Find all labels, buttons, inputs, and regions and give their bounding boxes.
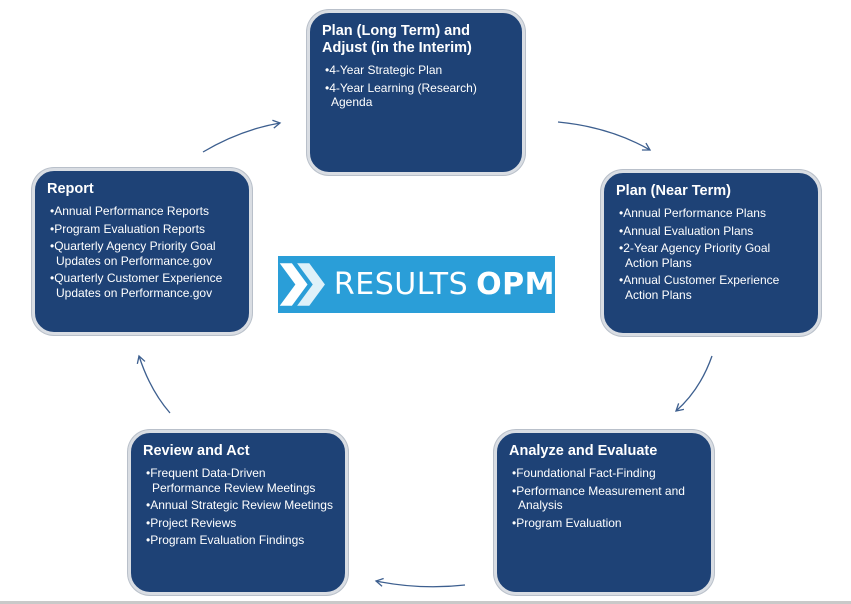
arrow-plan-near-to-analyze bbox=[675, 355, 713, 412]
box-review-act: Review and Act Frequent Data-Driven Perf… bbox=[128, 430, 348, 595]
list-item: Annual Strategic Review Meetings bbox=[143, 498, 333, 513]
list-item: Quarterly Agency Priority Goal Updates o… bbox=[47, 239, 237, 268]
box-title: Plan (Long Term) and Adjust (in the Inte… bbox=[322, 23, 472, 56]
arrow-review-to-report bbox=[136, 354, 171, 414]
arrow-report-to-plan-long bbox=[202, 119, 282, 153]
box-list: Frequent Data-Driven Performance Review … bbox=[143, 466, 333, 548]
box-analyze-evaluate: Analyze and Evaluate Foundational Fact-F… bbox=[494, 430, 714, 595]
box-list: Annual Performance Plans Annual Evaluati… bbox=[616, 206, 806, 302]
list-item: Program Evaluation Reports bbox=[47, 222, 237, 237]
list-item: Annual Customer Experience Action Plans bbox=[616, 273, 806, 302]
chevrons-icon bbox=[279, 263, 325, 306]
list-item: Project Reviews bbox=[143, 516, 333, 531]
box-report: Report Annual Performance Reports Progra… bbox=[32, 168, 252, 335]
box-list: Foundational Fact-Finding Performance Me… bbox=[509, 466, 699, 530]
bottom-divider bbox=[0, 601, 851, 604]
logo-word-opm: OPM bbox=[476, 267, 555, 302]
box-title: Review and Act bbox=[143, 443, 250, 459]
logo-word-results: RESULTS bbox=[333, 267, 469, 302]
list-item: Frequent Data-Driven Performance Review … bbox=[143, 466, 333, 495]
box-plan-near-term: Plan (Near Term) Annual Performance Plan… bbox=[601, 170, 821, 336]
list-item: Program Evaluation bbox=[509, 516, 699, 531]
box-title: Report bbox=[47, 181, 94, 197]
list-item: Program Evaluation Findings bbox=[143, 533, 333, 548]
list-item: Foundational Fact-Finding bbox=[509, 466, 699, 481]
list-item: 4-Year Strategic Plan bbox=[322, 63, 510, 78]
list-item: 4-Year Learning (Research) Agenda bbox=[322, 81, 510, 110]
box-plan-long-term: Plan (Long Term) and Adjust (in the Inte… bbox=[307, 10, 525, 175]
list-item: Annual Performance Reports bbox=[47, 204, 237, 219]
box-list: Annual Performance Reports Program Evalu… bbox=[47, 204, 237, 300]
box-title: Analyze and Evaluate bbox=[509, 443, 658, 459]
list-item: Quarterly Customer Experience Updates on… bbox=[47, 271, 237, 300]
arrow-analyze-to-review bbox=[374, 577, 466, 588]
list-item: 2-Year Agency Priority Goal Action Plans bbox=[616, 241, 806, 270]
box-title: Plan (Near Term) bbox=[616, 183, 731, 199]
list-item: Performance Measurement and Analysis bbox=[509, 484, 699, 513]
box-list: 4-Year Strategic Plan 4-Year Learning (R… bbox=[322, 63, 510, 110]
list-item: Annual Performance Plans bbox=[616, 206, 806, 221]
list-item: Annual Evaluation Plans bbox=[616, 224, 806, 239]
arrow-plan-long-to-plan-near bbox=[557, 121, 652, 151]
